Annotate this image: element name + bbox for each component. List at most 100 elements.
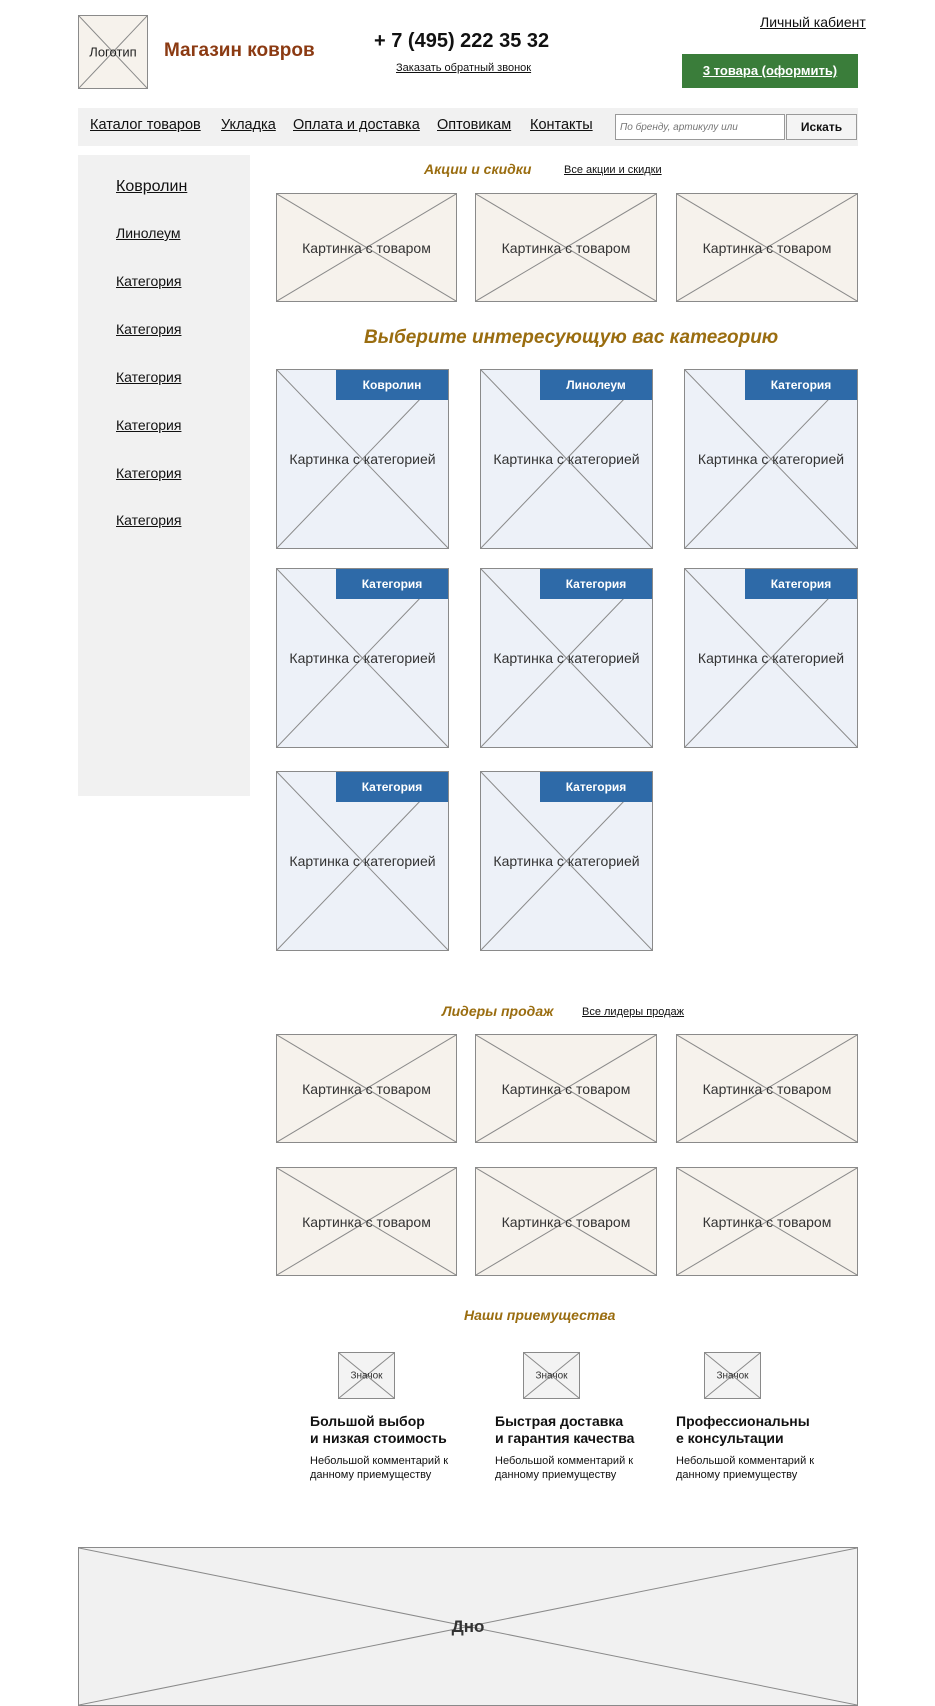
nav-item-wholesale[interactable]: Оптовикам xyxy=(437,117,512,133)
advantage-comment-line: данному приемуществу xyxy=(676,1469,798,1481)
sidebar-item-category[interactable]: Категория xyxy=(116,512,182,528)
category-tag: Линолеум xyxy=(540,370,652,400)
category-image-label: Картинка с категорией xyxy=(697,451,845,467)
product-image-label: Картинка с товаром xyxy=(702,1213,832,1230)
leaders-title: Лидеры продаж xyxy=(442,1003,554,1019)
category-image-label: Картинка с категорией xyxy=(289,650,436,666)
product-image-label: Картинка с товаром xyxy=(302,1080,431,1097)
account-link[interactable]: Личный кабиент xyxy=(760,14,866,30)
category-tag: Категория xyxy=(336,569,448,599)
category-tile[interactable]: Категория Картинка с категорией xyxy=(276,568,449,748)
sidebar-item-carpet[interactable]: Ковролин xyxy=(116,178,188,195)
category-tile[interactable]: Категория Картинка с категорией xyxy=(480,771,653,951)
leaders-all-link[interactable]: Все лидеры продаж xyxy=(582,1006,685,1018)
sidebar-item-category[interactable]: Категория xyxy=(116,369,182,385)
advantage-comment-line: Небольшой комментарий к xyxy=(495,1455,634,1467)
promo-title: Акции и скидки xyxy=(424,161,532,177)
advantage-comment-line: Небольшой комментарий к xyxy=(310,1455,449,1467)
nav-item-installation[interactable]: Укладка xyxy=(221,117,276,133)
leader-product-card[interactable]: Картинка с товаром xyxy=(676,1034,858,1143)
advantage-comment-line: Небольшой комментарий к xyxy=(676,1455,815,1467)
advantage-title-line: е консультации xyxy=(676,1430,784,1446)
footer-label: Дно xyxy=(451,1616,485,1636)
advantage-comment: Небольшой комментарий к данному приемуще… xyxy=(310,1454,448,1482)
leader-product-card[interactable]: Картинка с товаром xyxy=(475,1167,657,1276)
advantage-icon-placeholder: Значок xyxy=(704,1352,761,1399)
placeholder-cross-icon xyxy=(705,1353,760,1398)
nav-item-catalog[interactable]: Каталог товаров xyxy=(90,117,201,133)
product-image-label: Картинка с товаром xyxy=(302,239,431,256)
promo-product-card[interactable]: Картинка с товаром xyxy=(676,193,858,302)
sidebar-item-linoleum[interactable]: Линолеум xyxy=(116,225,181,241)
advantage-title-line: и гарантия качества xyxy=(495,1430,635,1446)
category-tile[interactable]: Категория Картинка с категорией xyxy=(684,369,858,549)
category-tile[interactable]: Линолеум Картинка с категорией xyxy=(480,369,653,549)
category-tile[interactable]: Ковролин Картинка с категорией xyxy=(276,369,449,549)
advantage-icon-placeholder: Значок xyxy=(338,1352,395,1399)
placeholder-cross-icon xyxy=(677,1168,857,1275)
leader-product-card[interactable]: Картинка с товаром xyxy=(475,1034,657,1143)
placeholder-cross-icon xyxy=(524,1353,579,1398)
logo-label: Логотип xyxy=(89,44,137,60)
promo-product-card[interactable]: Картинка с товаром xyxy=(475,193,657,302)
placeholder-cross-icon xyxy=(476,194,656,301)
phone-number: + 7 (495) 222 35 32 xyxy=(374,30,550,52)
sidebar xyxy=(78,155,250,796)
advantages-title: Наши приемущества xyxy=(464,1307,616,1323)
category-image-label: Картинка с категорией xyxy=(493,853,640,869)
placeholder-cross-icon xyxy=(277,1035,456,1142)
leader-product-card[interactable]: Картинка с товаром xyxy=(276,1034,457,1143)
sidebar-item-category[interactable]: Категория xyxy=(116,417,182,433)
nav-item-contacts[interactable]: Контакты xyxy=(530,117,593,133)
category-tag: Ковролин xyxy=(336,370,448,400)
category-image-label: Картинка с категорией xyxy=(697,650,845,666)
category-image-label: Картинка с категорией xyxy=(289,853,436,869)
icon-label: Значок xyxy=(535,1370,568,1381)
search-button[interactable]: Искать xyxy=(786,114,857,140)
cart-button[interactable]: 3 товара (оформить) xyxy=(682,54,858,88)
leader-product-card[interactable]: Картинка с товаром xyxy=(276,1167,457,1276)
search-button-label: Искать xyxy=(800,120,843,134)
advantage-comment-line: данному приемуществу xyxy=(310,1469,432,1481)
promo-product-card[interactable]: Картинка с товаром xyxy=(276,193,457,302)
nav-item-payment-delivery[interactable]: Оплата и доставка xyxy=(293,117,420,133)
advantage-comment: Небольшой комментарий к данному приемуще… xyxy=(495,1454,633,1482)
placeholder-cross-icon xyxy=(476,1168,656,1275)
product-image-label: Картинка с товаром xyxy=(302,1213,431,1230)
icon-label: Значок xyxy=(716,1370,749,1381)
advantage-title-line: Большой выбор xyxy=(310,1413,425,1429)
category-tile[interactable]: Категория Картинка с категорией xyxy=(480,568,653,748)
callback-link[interactable]: Заказать обратный звонок xyxy=(396,62,532,74)
categories-title: Выберите интересующую вас категорию xyxy=(364,327,779,348)
placeholder-cross-icon xyxy=(339,1353,394,1398)
sidebar-item-category[interactable]: Категория xyxy=(116,273,182,289)
advantage-title: Профессиональны е консультации xyxy=(676,1413,810,1447)
advantage-icon-placeholder: Значок xyxy=(523,1352,580,1399)
advantage-title: Большой выбор и низкая стоимость xyxy=(310,1413,447,1447)
category-tile[interactable]: Категория Картинка с категорией xyxy=(684,568,858,748)
category-tag: Категория xyxy=(540,569,652,599)
category-tile[interactable]: Категория Картинка с категорией xyxy=(276,771,449,951)
advantage-title-line: и низкая стоимость xyxy=(310,1430,447,1446)
sidebar-item-category[interactable]: Категория xyxy=(116,465,182,481)
placeholder-cross-icon xyxy=(677,1035,857,1142)
promo-all-link[interactable]: Все акции и скидки xyxy=(564,164,662,176)
category-tag: Категория xyxy=(540,772,652,802)
placeholder-cross-icon xyxy=(277,194,456,301)
category-image-label: Картинка с категорией xyxy=(493,650,640,666)
advantage-title: Быстрая доставка и гарантия качества xyxy=(495,1413,634,1447)
sidebar-item-category[interactable]: Категория xyxy=(116,321,182,337)
logo-placeholder[interactable]: Логотип xyxy=(78,15,148,89)
product-image-label: Картинка с товаром xyxy=(501,239,631,256)
shop-name: Магазин ковров xyxy=(164,40,315,61)
category-image-label: Картинка с категорией xyxy=(493,451,640,467)
placeholder-cross-icon xyxy=(677,194,857,301)
product-image-label: Картинка с товаром xyxy=(501,1080,631,1097)
category-image-label: Картинка с категорией xyxy=(289,451,436,467)
cart-button-label: 3 товара (оформить) xyxy=(702,63,838,78)
category-tag: Категория xyxy=(745,370,857,400)
placeholder-cross-icon xyxy=(79,1548,857,1705)
leader-product-card[interactable]: Картинка с товаром xyxy=(676,1167,858,1276)
placeholder-cross-icon xyxy=(277,1168,456,1275)
search-input[interactable] xyxy=(615,114,785,140)
